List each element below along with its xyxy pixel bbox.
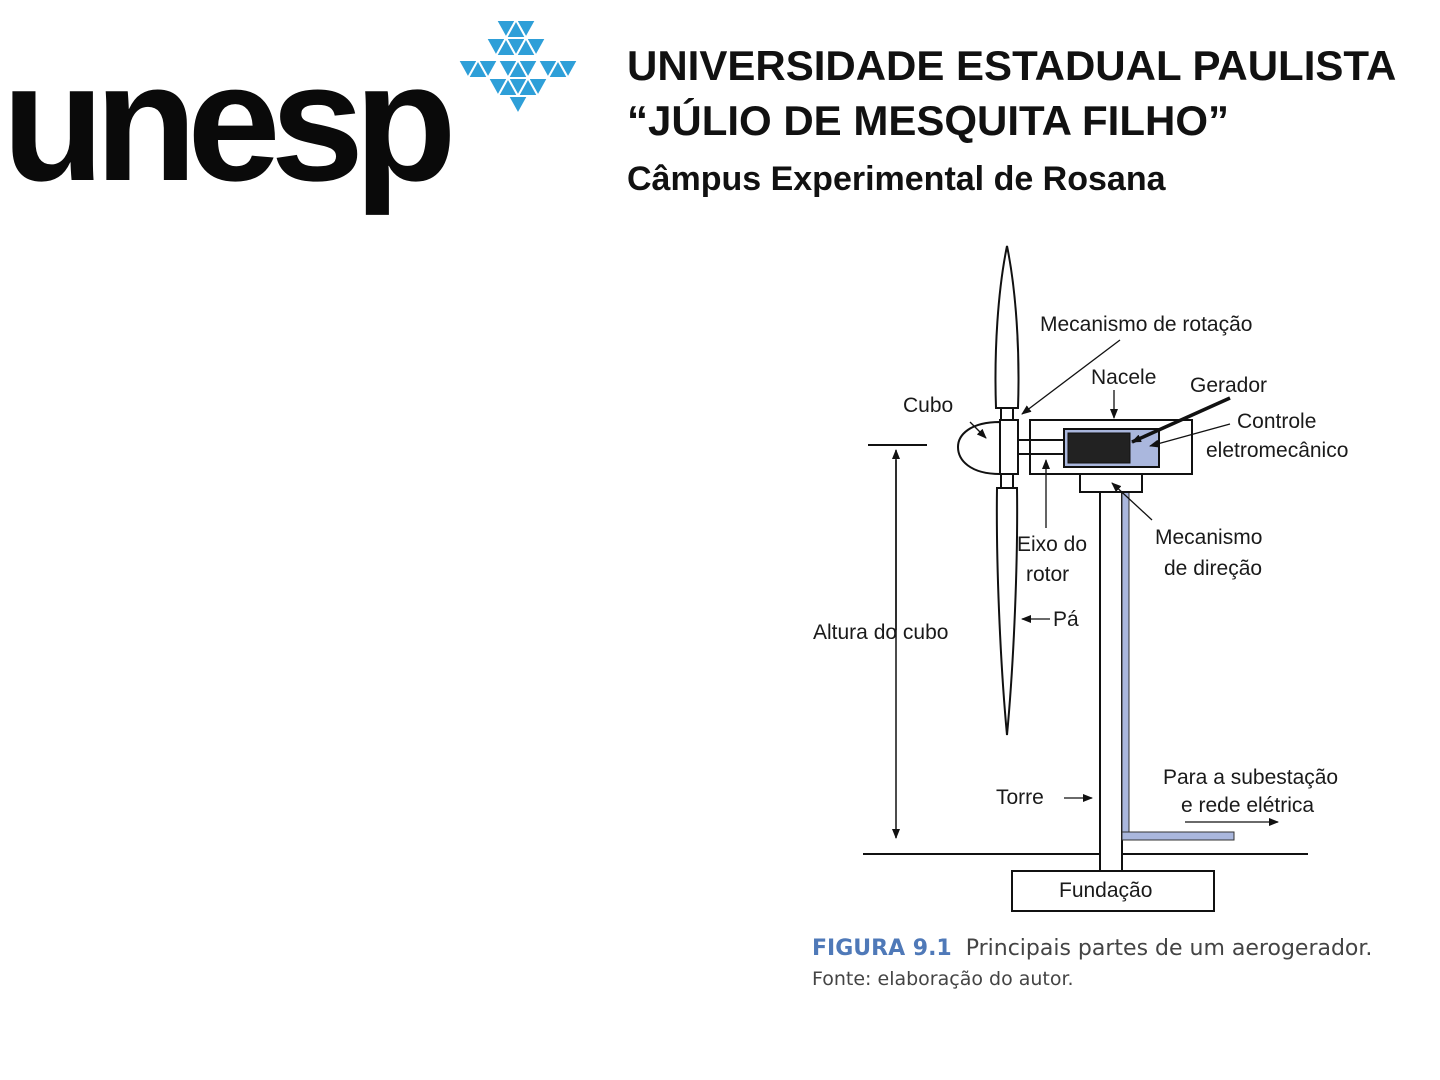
caption-source: Fonte: elaboração do autor. [812, 968, 1074, 990]
leader-generator [1131, 396, 1231, 444]
figure-caption: FIGURA 9.1 Principais partes de um aerog… [812, 934, 1372, 994]
university-name: UNIVERSIDADE ESTADUAL PAULISTA [627, 42, 1397, 89]
cable-vertical [1121, 467, 1130, 833]
hub-connector [999, 419, 1019, 475]
wind-turbine-diagram: Mecanismo de rotação Nacele Gerador Cubo… [813, 245, 1348, 912]
label-blade: Pá [1053, 608, 1079, 631]
label-nacelle: Nacele [1091, 366, 1156, 389]
label-rotation-mechanism: Mecanismo de rotação [1040, 313, 1252, 336]
caption-text: Principais partes de um aerogerador. [965, 936, 1373, 961]
foundation-box [1011, 870, 1215, 912]
hub-spinner [956, 420, 1001, 476]
caption-line: FIGURA 9.1 Principais partes de um aerog… [812, 934, 1372, 964]
generator [1067, 432, 1131, 464]
figure-number: FIGURA 9.1 [812, 936, 952, 961]
label-yaw-line2: de direção [1164, 557, 1262, 580]
university-subtitle: “JÚLIO DE MESQUITA FILHO” [627, 97, 1230, 144]
leader-control [1149, 423, 1231, 448]
leader-yaw [1111, 482, 1153, 521]
label-generator: Gerador [1190, 374, 1267, 397]
label-shaft-line2: rotor [1026, 563, 1069, 586]
label-substation-line2: e rede elétrica [1181, 794, 1314, 817]
leader-hub [969, 421, 987, 439]
unesp-logo-text: unesp [2, 28, 457, 216]
unesp-triangle-logo-icon [456, 20, 578, 116]
yaw-platform [1079, 473, 1143, 493]
label-control-line1: Controle [1237, 410, 1316, 433]
label-shaft-line1: Eixo do [1017, 533, 1087, 556]
label-hub: Cubo [903, 394, 953, 417]
campus-name: Câmpus Experimental de Rosana [627, 160, 1166, 198]
label-substation-line1: Para a subestação [1163, 766, 1338, 789]
blade-bottom [995, 487, 1019, 736]
label-tower: Torre [996, 786, 1044, 809]
label-foundation: Fundação [1059, 879, 1152, 902]
blade-bottom-root [1000, 473, 1014, 489]
cable-horizontal [1121, 831, 1235, 841]
blade-top [994, 245, 1020, 409]
label-hub-height: Altura do cubo [813, 621, 948, 644]
label-control-line2: eletromecânico [1206, 439, 1348, 462]
blade-top-root [1000, 407, 1014, 421]
tower [1099, 491, 1123, 872]
leader-rotation [1021, 339, 1121, 415]
label-yaw-line1: Mecanismo [1155, 526, 1262, 549]
